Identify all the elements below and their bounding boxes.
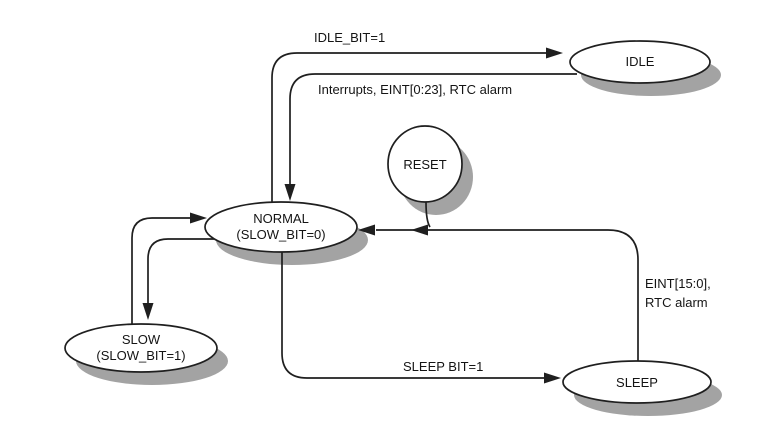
sleep-to-normal-edge-label-line2: RTC alarm — [645, 295, 708, 310]
arrowhead-into-slow-icon — [142, 303, 154, 320]
edge-idle-to-normal — [289, 73, 577, 184]
edge-normal-to-sleep — [281, 252, 544, 379]
edge-normal-to-slow — [147, 238, 214, 303]
arrowhead-into-normal-top-icon — [284, 184, 296, 201]
node-layer — [64, 40, 712, 404]
node-outlines — [64, 40, 712, 404]
edge-layer — [131, 52, 639, 379]
idle-node-label: IDLE — [626, 54, 655, 69]
slow-node-label-line2: (SLOW_BIT=1) — [96, 348, 185, 363]
arrowhead-into-normal-left-icon — [190, 212, 207, 224]
slow-node-label-line1: SLOW — [122, 332, 161, 347]
sleep-node-label: SLEEP — [616, 375, 658, 390]
idle-to-normal-edge-label: Interrupts, EINT[0:23], RTC alarm — [318, 82, 512, 97]
reset-node-label: RESET — [403, 157, 446, 172]
edge-reset-to-normal — [425, 201, 431, 228]
state-node-slow — [64, 323, 218, 373]
normal-to-idle-edge-label: IDLE_BIT=1 — [314, 30, 385, 45]
sleep-to-normal-edge-label-line1: EINT[15:0], — [645, 276, 711, 291]
state-node-reset — [387, 125, 463, 203]
edge-slow-to-normal — [131, 217, 190, 324]
state-node-sleep — [562, 360, 712, 404]
state-node-idle — [569, 40, 711, 84]
normal-node-label-line2: (SLOW_BIT=0) — [236, 227, 325, 242]
normal-node-label-line1: NORMAL — [253, 211, 309, 226]
normal-to-sleep-edge-label: SLEEP BIT=1 — [403, 359, 483, 374]
arrowhead-into-idle-icon — [546, 47, 563, 59]
edge-normal-to-idle — [271, 52, 546, 204]
arrowhead-into-sleep-icon — [544, 372, 561, 384]
arrowhead-into-normal-right-icon — [358, 224, 375, 236]
label-layer: IDLE RESET NORMAL (SLOW_BIT=0) SLOW (SLO… — [96, 30, 710, 390]
edge-sleep-to-normal — [376, 229, 639, 362]
state-node-normal — [204, 201, 358, 253]
arrowhead-reset-join-icon — [411, 224, 428, 236]
arrowhead-layer — [142, 47, 563, 384]
